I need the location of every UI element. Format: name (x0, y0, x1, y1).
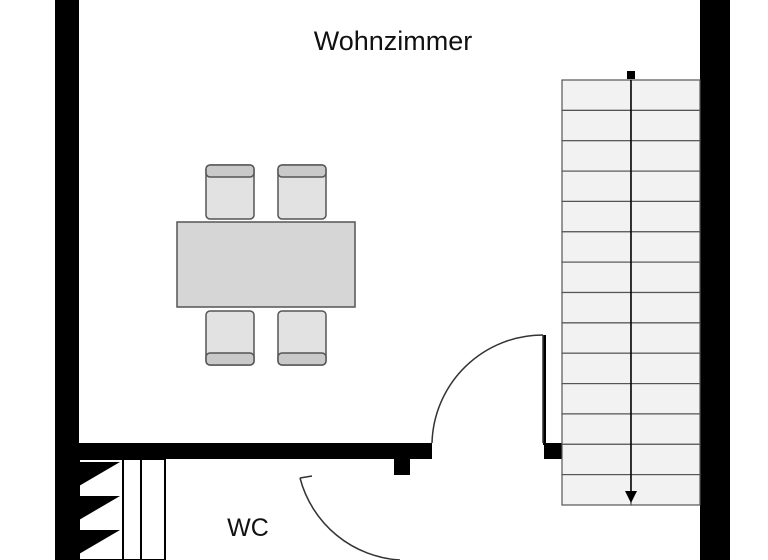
wall-corner-post (543, 335, 546, 445)
stair-step (630, 443, 701, 476)
stair-step (561, 170, 632, 203)
stair-step (630, 352, 701, 385)
staircase (561, 71, 701, 506)
stair-step (630, 140, 701, 172)
stair-step (630, 200, 701, 233)
room-label-wc: WC (227, 514, 269, 542)
dining-table (176, 221, 356, 308)
stair-step (561, 261, 632, 294)
stair-step (561, 231, 632, 263)
stair-step (630, 383, 701, 415)
closet-triangle (79, 530, 120, 554)
stair-step (630, 170, 701, 203)
stair-step (561, 109, 632, 142)
stair-step (561, 322, 632, 354)
stair-step (630, 261, 701, 294)
stair-step (630, 413, 701, 445)
stair-step (561, 352, 632, 385)
door-living-swing (431, 334, 544, 444)
dining-chair (277, 164, 327, 220)
dining-chair (205, 164, 255, 220)
stair-start-marker (627, 71, 635, 79)
stair-step (630, 79, 701, 111)
doors (299, 334, 544, 560)
wc-wall (140, 458, 166, 560)
stair-step (630, 474, 701, 506)
wall-living-bottom-left (79, 443, 432, 459)
dining-set (176, 164, 356, 366)
stair-step (630, 109, 701, 142)
stair-step (561, 383, 632, 415)
stair-step (561, 140, 632, 172)
closet-triangle (79, 462, 120, 486)
stair-step (630, 231, 701, 263)
stair-step (561, 474, 632, 506)
stair-step (561, 443, 632, 476)
wall-stub (394, 459, 410, 475)
stair-step (630, 291, 701, 324)
closet-triangle (79, 496, 120, 520)
walls (55, 0, 730, 560)
door-wc-leaf (299, 475, 313, 479)
stair-step (630, 322, 701, 354)
dining-chair (205, 310, 255, 366)
door-wc-swing (299, 477, 401, 560)
stair-step (561, 291, 632, 324)
stair-down-arrow-icon (625, 491, 637, 503)
wall-right (700, 0, 730, 560)
closet-divider (122, 458, 142, 560)
stair-step (561, 200, 632, 233)
stair-step (561, 79, 632, 111)
room-label-living: Wohnzimmer (314, 26, 473, 56)
stair-step (561, 413, 632, 445)
dining-chair (277, 310, 327, 366)
wall-left (55, 0, 79, 560)
closet (78, 458, 166, 560)
